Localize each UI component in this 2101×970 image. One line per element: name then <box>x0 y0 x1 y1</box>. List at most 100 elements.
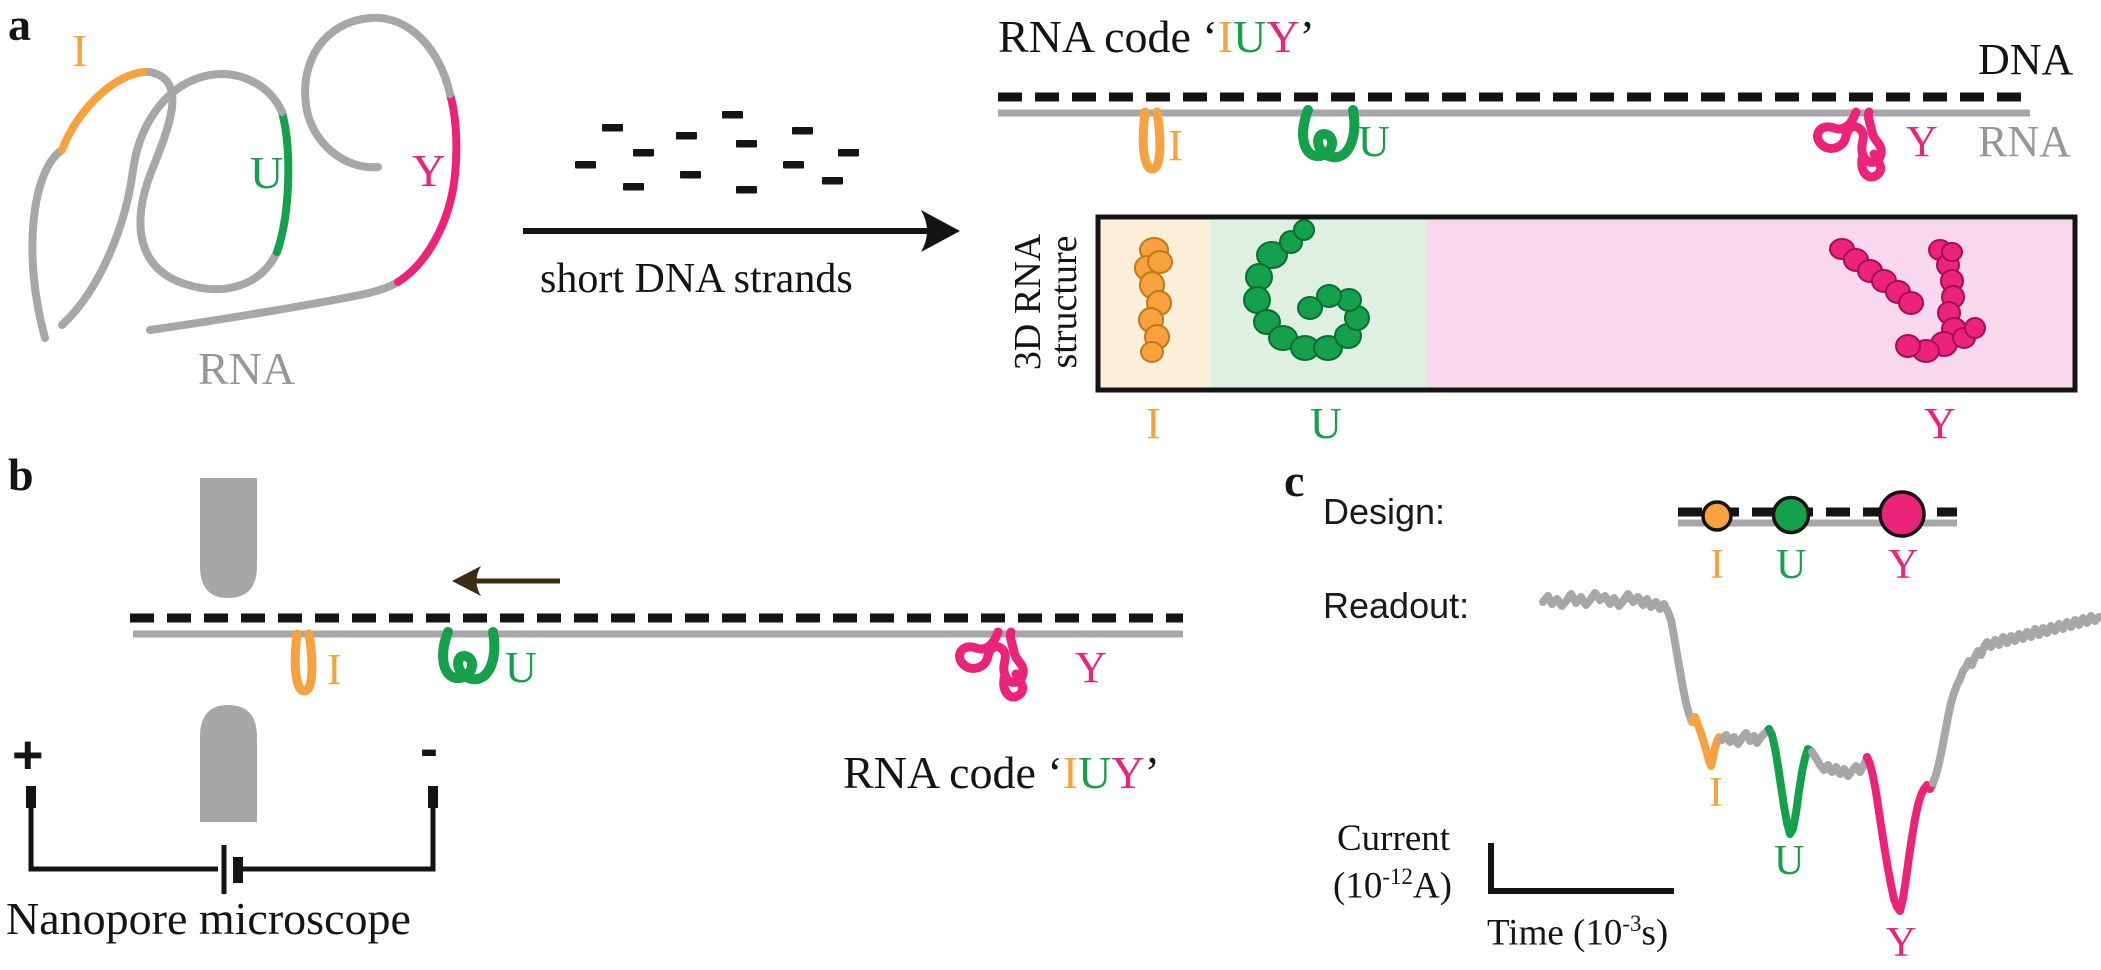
dna-fragment <box>623 183 644 191</box>
rna-code-title-a: RNA code ‘IUY’ <box>998 14 1315 60</box>
dna-fragment <box>736 186 757 194</box>
time-unit-prefix: Time (10 <box>1487 912 1623 954</box>
box-label-u: U <box>1310 399 1342 448</box>
dna-fragment <box>838 149 859 157</box>
panel-a-label: a <box>8 0 31 50</box>
hairpin-y <box>1818 112 1882 177</box>
trace-label-y: Y <box>1886 920 1917 966</box>
structure-box-label-line2: structure <box>1043 235 1085 369</box>
design-dot-i <box>1701 500 1733 532</box>
design-construct <box>1678 490 1957 538</box>
dna-strand-label: DNA <box>1978 35 2074 84</box>
duplex-a <box>998 92 2030 177</box>
panel-b-label: b <box>8 449 34 500</box>
box-label-i: I <box>1146 399 1161 448</box>
readout-trace-segment-pink <box>1863 753 1937 915</box>
time-exponent: -3 <box>1622 911 1642 936</box>
code-i: I <box>1217 11 1234 62</box>
arrow-caption: short DNA strands <box>540 256 853 302</box>
hairpin-i <box>295 634 312 691</box>
electrode-left <box>26 786 36 808</box>
time-axis-label: Time (10-3s) <box>1487 911 1669 954</box>
nanopore-bottom <box>200 705 257 822</box>
code-suffix: ’ <box>1144 747 1160 798</box>
translocation-arrow <box>452 566 560 596</box>
dna-fragment <box>602 124 623 132</box>
code-u: U <box>1233 11 1267 62</box>
code-i: I <box>1062 747 1079 798</box>
nanopore <box>200 478 257 822</box>
code-suffix: ’ <box>1299 11 1315 62</box>
rna-segment-u <box>273 108 293 256</box>
code-prefix: RNA code ‘ <box>998 11 1218 62</box>
structure-3d-u <box>1243 219 1370 361</box>
design-dot-u <box>1771 495 1811 535</box>
code-y: Y <box>1111 747 1145 798</box>
design-label-u: U <box>1776 542 1807 588</box>
structure-3d-y <box>1829 238 1986 363</box>
dna-fragment <box>822 177 843 185</box>
circuit <box>26 786 438 894</box>
dna-fragment <box>633 149 654 157</box>
plus-terminal: + <box>12 725 44 785</box>
hairpin-label-u: U <box>505 643 537 692</box>
current-unit-prefix: (10 <box>1333 865 1383 907</box>
trace-label-i: I <box>1709 770 1723 816</box>
dna-fragment <box>680 171 701 179</box>
rna-code-title-b: RNA code ‘IUY’ <box>843 750 1160 796</box>
dna-fragment <box>676 132 697 140</box>
readout-trace-segment-gray <box>1808 748 1871 780</box>
readout-trace-segment-green <box>1765 725 1816 838</box>
structure-box-label-line1: 3D RNA <box>1006 233 1049 371</box>
design-label-i: I <box>1710 542 1724 588</box>
dna-fragment <box>722 111 743 119</box>
hairpin-i <box>1143 112 1160 169</box>
current-exponent: -12 <box>1382 864 1413 889</box>
hairpin-u <box>1303 110 1354 157</box>
design-dot-y <box>1878 490 1926 538</box>
hairpin-label-y: Y <box>1906 117 1938 166</box>
design-label-y: Y <box>1888 542 1919 588</box>
electrode-right <box>428 786 438 808</box>
short-dna-fragments <box>575 111 859 194</box>
hairpin-u <box>443 632 494 679</box>
panel-c-label: c <box>1284 455 1305 506</box>
rna-squiggle <box>28 13 461 342</box>
current-axis-label-line2: (10-12A) <box>1333 864 1452 907</box>
minus-terminal: - <box>420 719 438 779</box>
time-unit-suffix: s) <box>1641 912 1669 954</box>
nanopore-top <box>200 478 257 598</box>
readout-trace-segment-gray <box>1718 725 1773 748</box>
dna-fragment <box>792 127 813 135</box>
dna-fragment <box>736 140 757 148</box>
segment-label-y: Y <box>412 145 446 196</box>
structure-box <box>1095 214 2078 393</box>
hairpin-label-u: U <box>1358 117 1390 166</box>
trace-label-u: U <box>1774 838 1805 884</box>
current-unit-suffix: A) <box>1412 865 1452 907</box>
box-label-y: Y <box>1924 399 1956 448</box>
readout-trace-segment-gray <box>1539 589 1696 726</box>
reaction-arrow <box>523 210 960 252</box>
current-axis-label-line1: Current <box>1337 818 1451 859</box>
readout-trace-segment-gray <box>1929 612 2101 787</box>
rna-segment-i <box>58 67 154 154</box>
device-caption: Nanopore microscope <box>6 893 411 944</box>
code-y: Y <box>1266 11 1300 62</box>
hairpin-label-i: I <box>1168 121 1183 170</box>
rna-strand-label: RNA <box>1978 117 2071 166</box>
readout-trace-segment-orange <box>1688 713 1726 770</box>
hairpin-y <box>960 632 1024 697</box>
rna-segment-y <box>394 90 461 286</box>
segment-label-i: I <box>72 25 88 76</box>
hairpin-label-i: I <box>327 645 342 694</box>
segment-label-u: U <box>250 147 284 198</box>
readout-trace <box>1539 589 2101 915</box>
duplex-b <box>130 613 1183 697</box>
structure-box-label: 3D RNA structure <box>1006 202 1085 402</box>
structure-3d-i <box>1134 237 1173 363</box>
readout-label: Readout: <box>1323 585 1470 626</box>
hairpin-label-y: Y <box>1075 643 1107 692</box>
